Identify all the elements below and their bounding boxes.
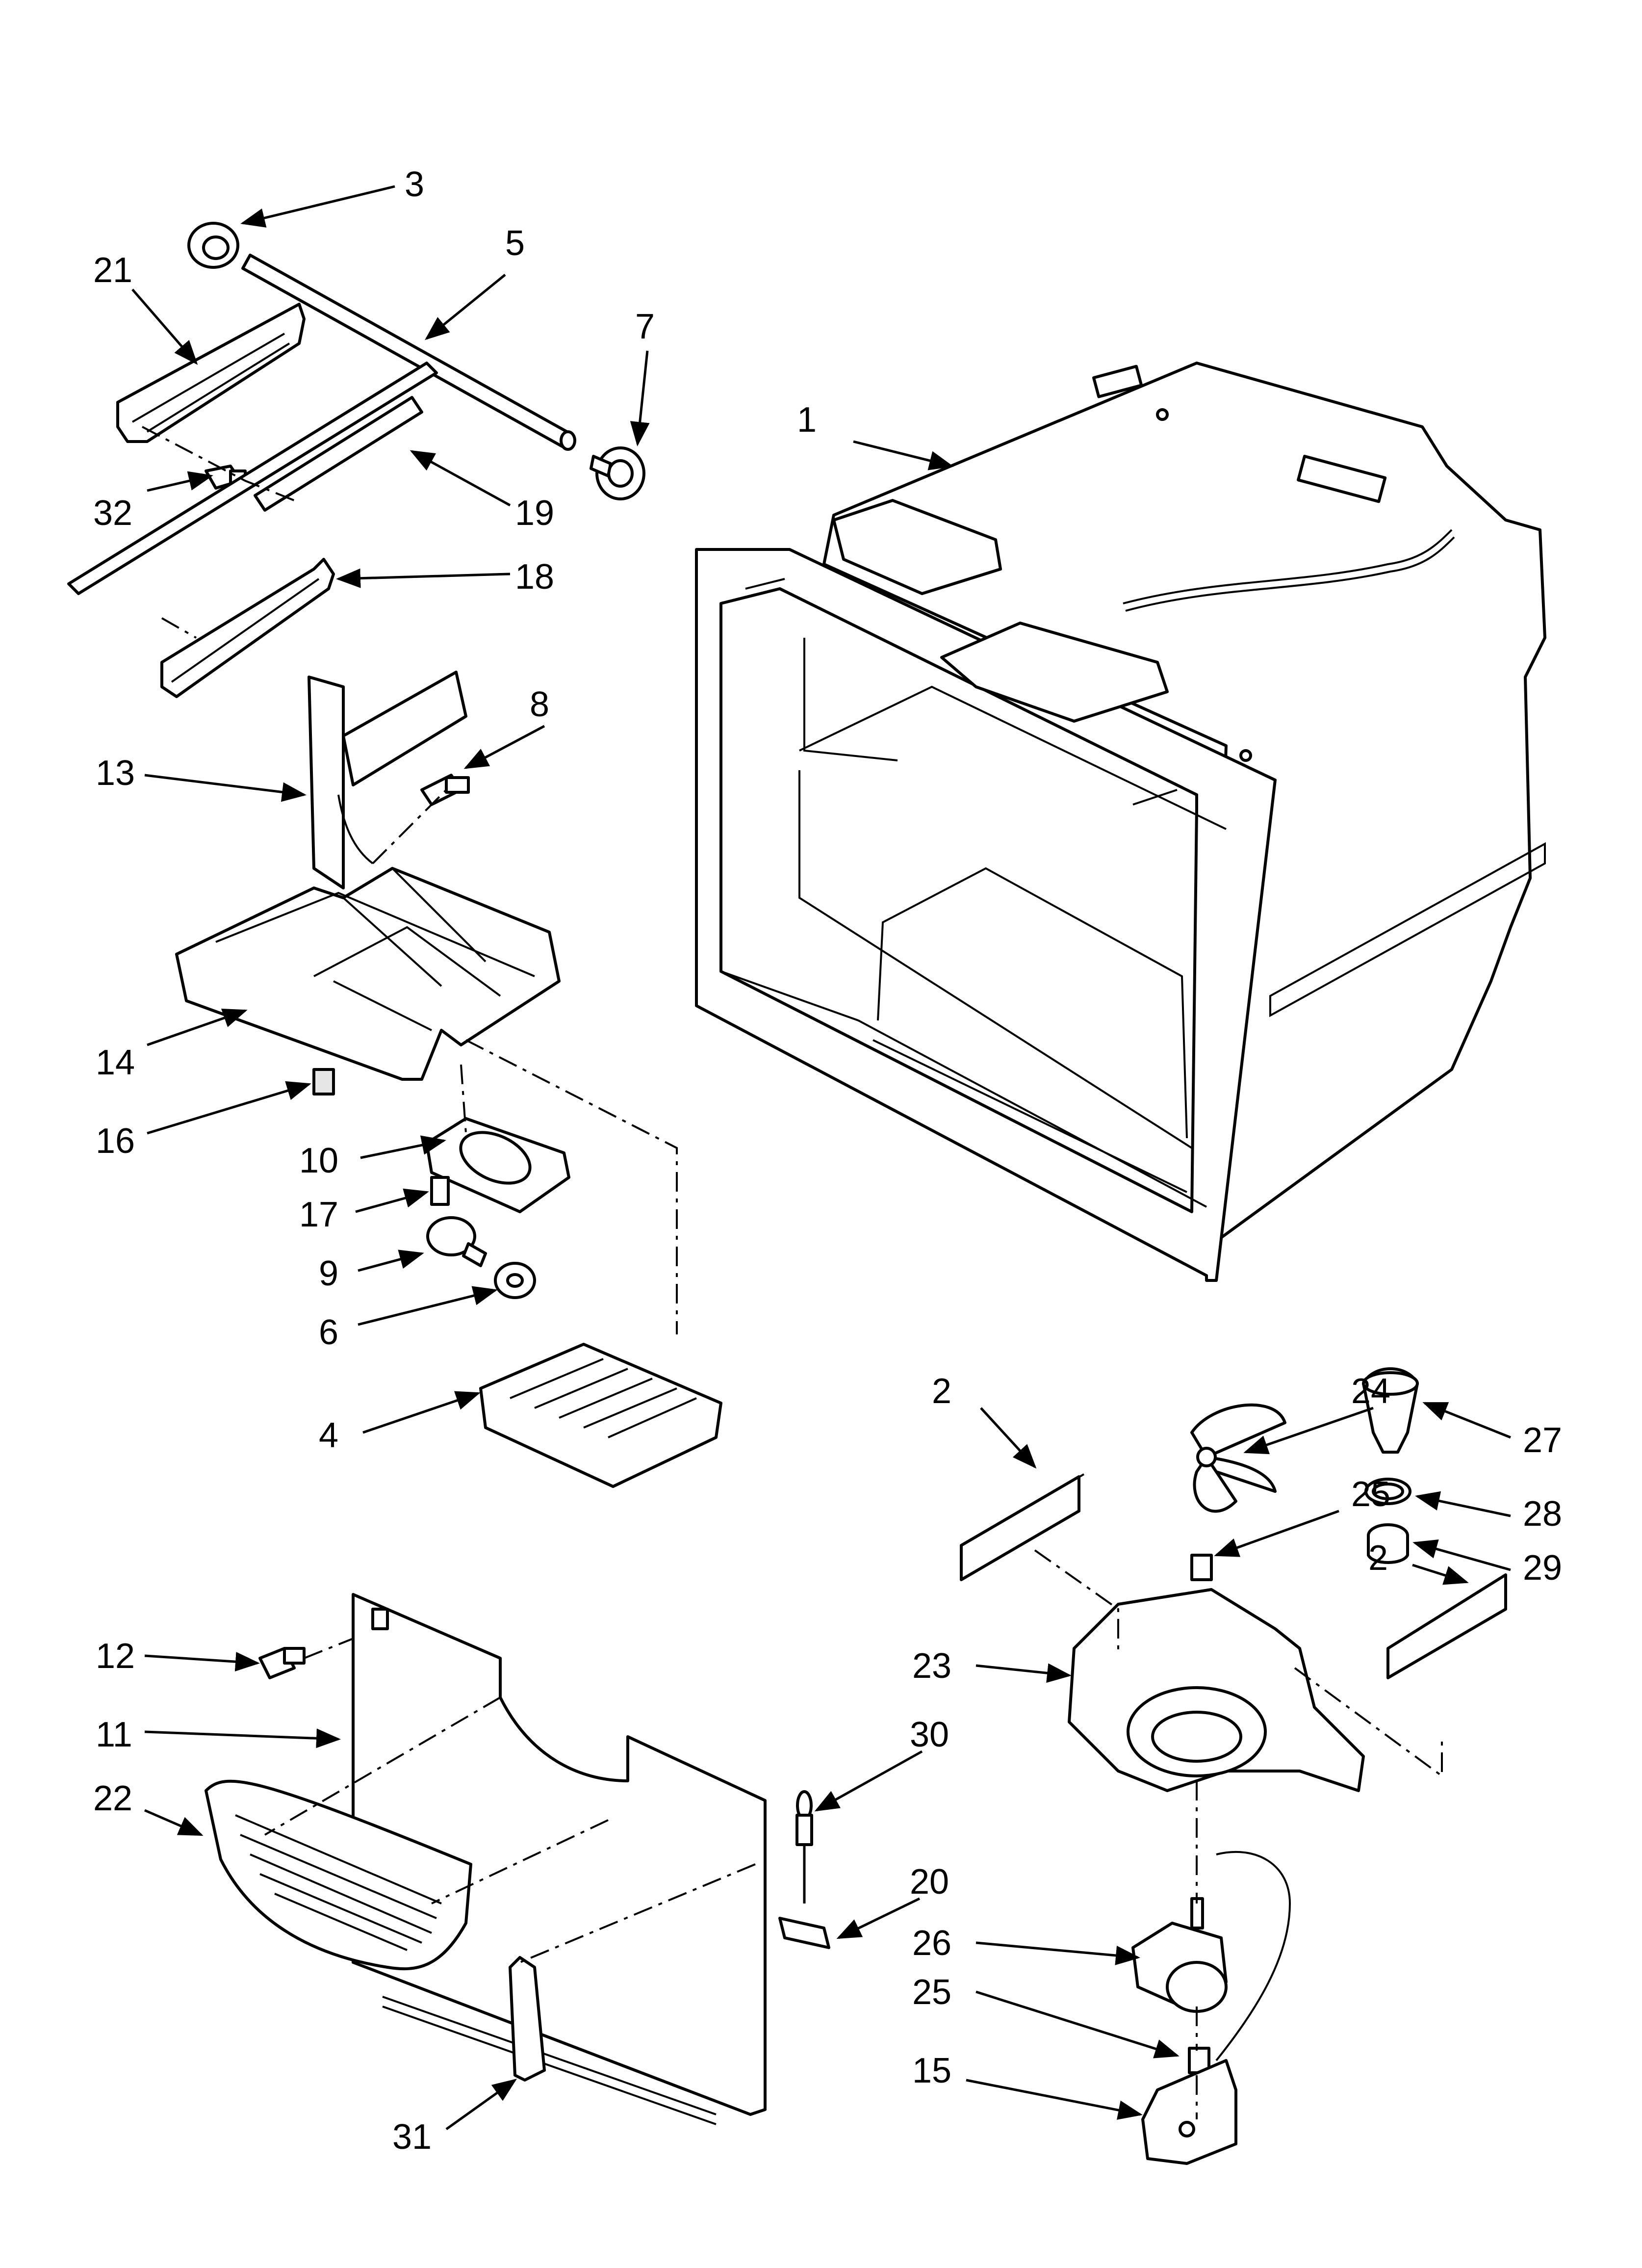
callout-15: 15 — [912, 2051, 951, 2090]
part-2-foam-block-left — [960, 1473, 1085, 1581]
part-14-housing — [175, 867, 561, 1081]
part-1-freezer-liner — [695, 362, 1546, 1282]
callout-6: 6 — [319, 1313, 338, 1352]
callout-2: 2 — [932, 1372, 951, 1411]
callout-19: 19 — [515, 494, 554, 533]
callout-28: 28 — [1523, 1494, 1562, 1534]
assembly-lines — [142, 426, 1443, 2119]
callout-1: 1 — [797, 400, 817, 440]
part-10-chute-cover — [425, 1117, 570, 1213]
part-9-bulb — [426, 1216, 487, 1267]
callout-27: 27 — [1523, 1421, 1562, 1460]
part-17-screw — [430, 1176, 450, 1206]
part-13-bracket — [308, 671, 467, 889]
callout-3: 3 — [405, 165, 424, 204]
part-18-rail-bracket — [160, 558, 335, 698]
callout-31: 31 — [392, 2117, 432, 2157]
part-24-fan-blade — [1190, 1403, 1286, 1513]
callout-32: 32 — [93, 494, 132, 533]
callout-13: 13 — [96, 754, 135, 793]
callout-4: 4 — [319, 1416, 338, 1455]
callout-10: 10 — [299, 1141, 338, 1180]
part-4-grille-tray — [479, 1343, 722, 1488]
callout-22: 22 — [93, 1779, 132, 1818]
callout-18: 18 — [515, 557, 554, 597]
part-29-cap — [1367, 1523, 1409, 1564]
part-6-socket — [494, 1262, 536, 1299]
callout-12: 12 — [96, 1637, 135, 1676]
callout-9: 9 — [319, 1254, 338, 1293]
part-11-back-panel — [352, 1593, 767, 2125]
callout-8: 8 — [530, 685, 549, 724]
part-27-cup — [1362, 1367, 1419, 1454]
part-25-hub-top — [1190, 1554, 1213, 1581]
callout-20: 20 — [910, 1862, 949, 1902]
callout-17: 17 — [299, 1195, 338, 1234]
part-12-screw — [258, 1647, 306, 1679]
callout-26: 26 — [912, 1924, 951, 1963]
callout-2: 2 — [1368, 1538, 1388, 1578]
part-26-fan-motor — [1131, 1851, 1291, 2061]
callout-5: 5 — [505, 224, 525, 263]
part-2-foam-block-right — [1386, 1573, 1507, 1679]
part-23-fan-shroud — [1068, 1588, 1365, 1792]
part-31-clip — [509, 1956, 546, 2082]
part-3-gear — [187, 222, 239, 269]
leader-arrows — [131, 185, 1511, 2131]
part-22-grille — [205, 1779, 472, 1971]
callouts: 1 2 2 3 4 5 6 7 8 9 10 11 12 13 14 15 16… — [93, 165, 1562, 2157]
callout-16: 16 — [96, 1121, 135, 1161]
callout-25: 25 — [1351, 1475, 1390, 1514]
part-21-slide-bracket — [116, 303, 306, 443]
part-7-gear — [590, 446, 645, 500]
callout-24: 24 — [1351, 1372, 1390, 1411]
callout-29: 29 — [1523, 1548, 1562, 1588]
callout-11: 11 — [96, 1715, 132, 1754]
part-15-motor-bracket — [1141, 2059, 1237, 2165]
part-8-bolt — [420, 774, 470, 806]
part-19-slide-rail — [67, 362, 438, 595]
callout-25: 25 — [912, 1973, 951, 2012]
part-16-clip — [312, 1068, 335, 1095]
callout-23: 23 — [912, 1646, 951, 1686]
callout-14: 14 — [96, 1043, 135, 1082]
part-5-shaft — [241, 254, 576, 451]
callout-30: 30 — [910, 1715, 949, 1754]
part-30-thermistor — [795, 1790, 813, 1903]
part-20-foam-strip — [778, 1917, 830, 1949]
part-28-ring — [1364, 1478, 1411, 1505]
callout-21: 21 — [93, 251, 132, 290]
callout-7: 7 — [635, 307, 655, 346]
